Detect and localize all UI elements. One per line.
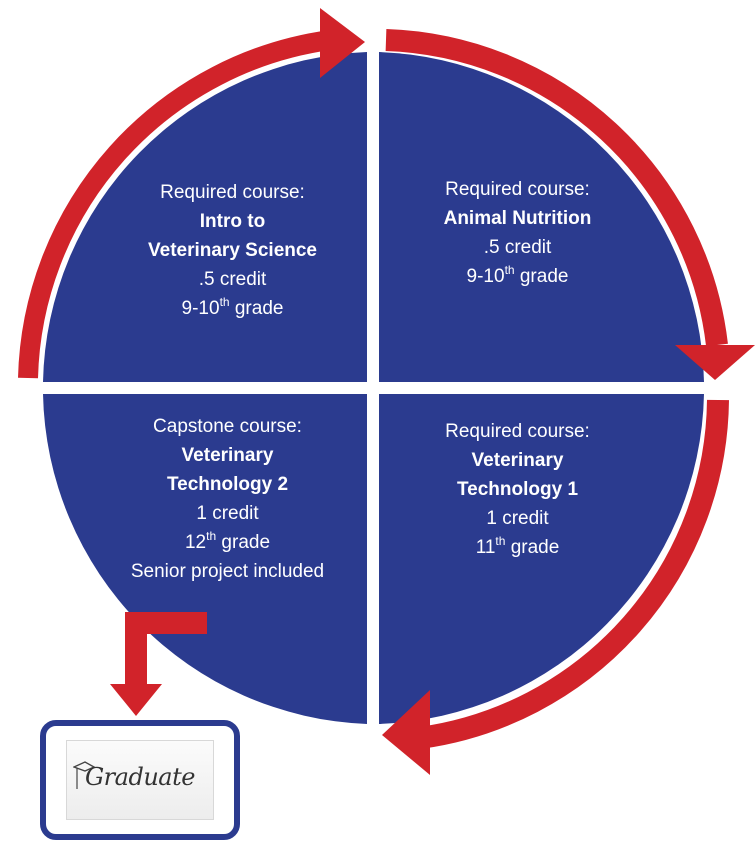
course-type-label: Required course: xyxy=(445,179,590,200)
quadrant-text-top-left: Required course: Intro to Veterinary Sci… xyxy=(110,178,355,323)
course-credit: 1 credit xyxy=(196,503,259,524)
course-type-label: Capstone course: xyxy=(153,416,302,437)
course-type-label: Required course: xyxy=(445,421,590,442)
course-title-line2: Technology 1 xyxy=(456,479,579,500)
course-grade: 11th grade xyxy=(475,533,560,558)
graduate-box: Graduate xyxy=(40,720,240,840)
course-title-line1: Animal Nutrition xyxy=(443,208,592,229)
arrowhead-bottom-right xyxy=(382,690,430,775)
quadrant-text-bottom-right: Required course: Veterinary Technology 1… xyxy=(400,417,635,562)
course-note: Senior project included xyxy=(130,561,325,582)
quadrant-bottom-left xyxy=(43,394,367,724)
course-title-line2: Technology 2 xyxy=(166,474,289,495)
course-title-line1: Intro to xyxy=(199,211,266,232)
quadrant-bottom-right xyxy=(379,394,704,724)
quadrant-text-bottom-left: Capstone course: Veterinary Technology 2… xyxy=(95,412,360,586)
elbow-arrow-vertical xyxy=(125,612,147,686)
graduate-label: Graduate xyxy=(85,763,195,791)
quadrant-text-top-right: Required course: Animal Nutrition .5 cre… xyxy=(400,175,635,291)
arrow-arc-top-left xyxy=(18,30,332,379)
course-credit: .5 credit xyxy=(198,269,267,290)
course-title-line1: Veterinary xyxy=(181,445,274,466)
course-grade: 9-10th grade xyxy=(181,294,284,319)
arrow-arc-bottom-right xyxy=(418,399,729,749)
course-grade: 12th grade xyxy=(184,528,271,553)
course-credit: .5 credit xyxy=(483,237,552,258)
graduate-card: Graduate xyxy=(66,740,214,820)
arrowhead-top-left xyxy=(320,8,365,78)
arrowhead-top-right xyxy=(675,345,755,380)
course-type-label: Required course: xyxy=(160,182,305,203)
quadrant-top-left xyxy=(43,52,367,382)
course-credit: 1 credit xyxy=(486,508,549,529)
arrow-arc-top-right xyxy=(385,29,728,347)
quadrant-top-right xyxy=(379,52,704,382)
course-title-line1: Veterinary xyxy=(471,450,564,471)
graduation-cap-icon xyxy=(73,761,95,789)
elbow-arrowhead xyxy=(110,684,162,716)
course-title-line2: Veterinary Science xyxy=(148,240,317,261)
course-grade: 9-10th grade xyxy=(466,262,569,287)
